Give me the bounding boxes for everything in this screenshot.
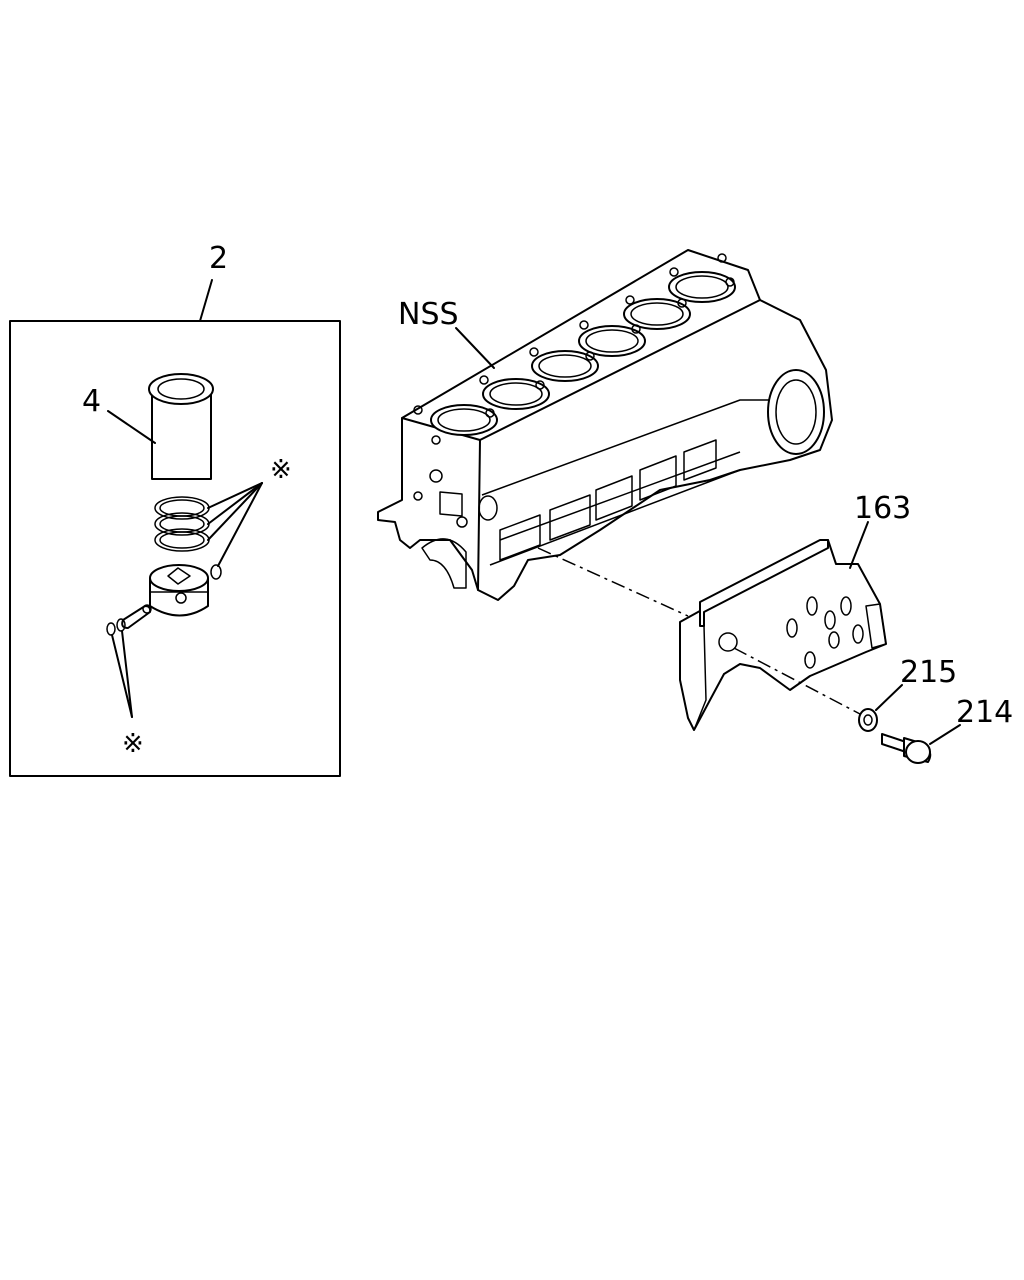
bolt[interactable] bbox=[881, 733, 932, 764]
rings-leaders bbox=[207, 482, 263, 567]
piston-rings[interactable] bbox=[154, 496, 210, 552]
callout-assembly[interactable]: 2 bbox=[209, 241, 228, 276]
kit-frame bbox=[9, 320, 341, 777]
stiffener-leader bbox=[849, 521, 869, 569]
alignment-line-1 bbox=[537, 547, 689, 617]
rear-bore bbox=[767, 369, 825, 455]
washer-leader bbox=[875, 684, 903, 711]
callout-washer[interactable]: 215 bbox=[900, 655, 957, 690]
oil-ring-small[interactable] bbox=[210, 564, 222, 580]
kit-leader bbox=[199, 279, 213, 322]
alignment-line-2 bbox=[733, 647, 861, 715]
head-bolt-holes bbox=[413, 253, 735, 445]
callout-stiffener[interactable]: 163 bbox=[854, 491, 911, 526]
piston-liner-kit: 2 4 bbox=[9, 241, 341, 777]
cylinder-bores bbox=[430, 271, 736, 436]
rings-mark: ※ bbox=[270, 455, 292, 485]
callout-block[interactable]: NSS bbox=[398, 297, 459, 332]
block-side-windows bbox=[499, 439, 717, 561]
liner-leader bbox=[107, 410, 156, 444]
block-leader bbox=[455, 327, 495, 369]
cylinder-block[interactable] bbox=[377, 249, 833, 601]
snap-ring-mark: ※ bbox=[122, 729, 144, 759]
piston-pin[interactable] bbox=[121, 604, 152, 629]
bolt-leader bbox=[929, 724, 961, 745]
callout-bolt[interactable]: 214 bbox=[956, 695, 1013, 730]
snap-ring-leaders bbox=[111, 630, 133, 718]
stiffener-plate[interactable] bbox=[679, 539, 887, 731]
washer[interactable] bbox=[858, 708, 878, 732]
cylinder-liner[interactable] bbox=[148, 373, 214, 480]
callout-liner[interactable]: 4 bbox=[82, 384, 101, 419]
piston[interactable] bbox=[149, 564, 209, 617]
